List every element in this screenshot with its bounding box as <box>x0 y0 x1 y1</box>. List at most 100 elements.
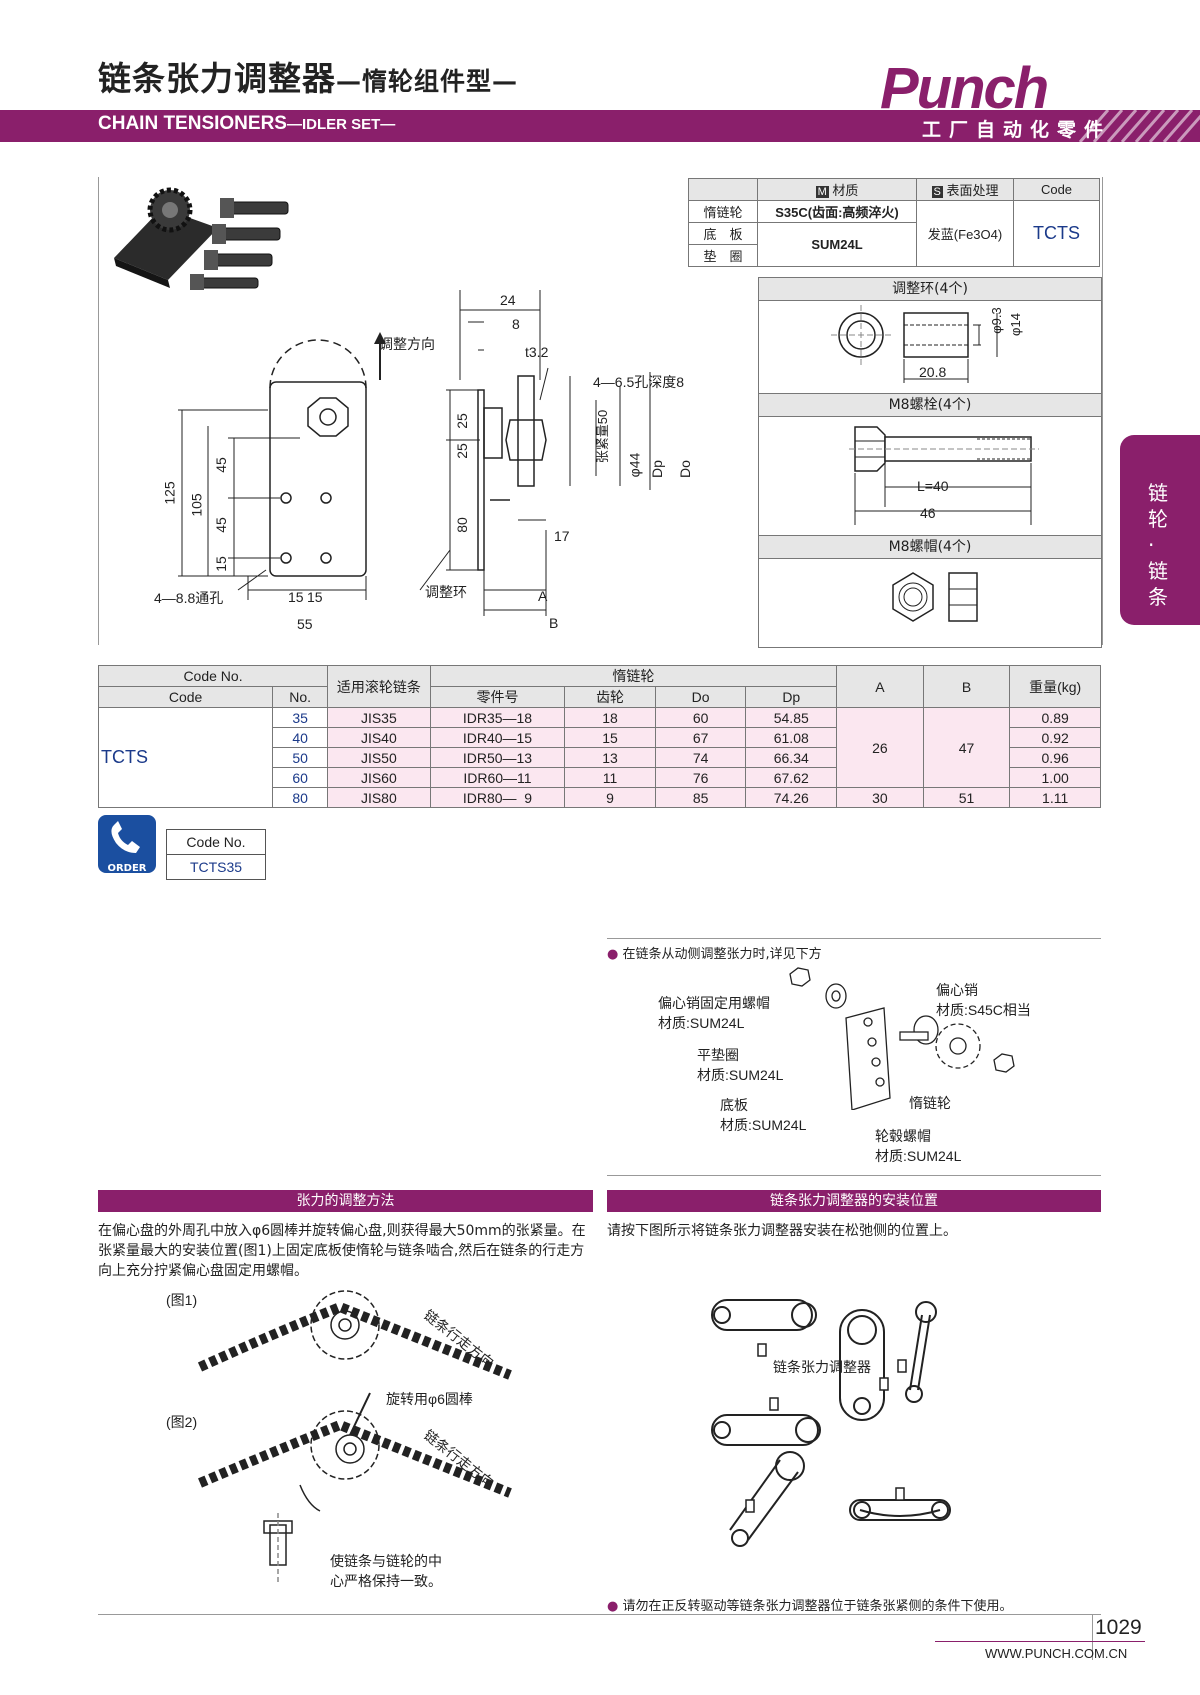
ring-dim-bore: φ9.3 <box>988 307 1004 334</box>
section-adjust-title: 张力的调整方法 <box>98 1190 593 1212</box>
spec-do: 76 <box>654 767 747 788</box>
table-row: TCTS 35 JIS35 IDR35—18 18 60 54.85 26 47… <box>97 707 1101 808</box>
divider-exploded-bottom <box>607 1175 1101 1176</box>
title-en: CHAIN TENSIONERS—IDLER SET— <box>98 113 395 135</box>
material-badge-m: M <box>815 186 829 198</box>
label-ring: 调整环 <box>425 584 467 600</box>
spec-part: IDR80— 9 <box>429 787 566 808</box>
table-row: 80 JIS80 IDR80— 9 9 85 74.26 30 51 1.11 <box>99 787 1101 808</box>
dim-45-upper: 45 <box>212 457 229 473</box>
mat-surface: 发蓝(Fe3O4) <box>916 200 1014 267</box>
dim-phi44: φ44 <box>626 452 643 478</box>
fig1-label: (图1) <box>166 1292 198 1308</box>
title-band <box>0 110 1200 142</box>
dim-15-right: 15 <box>307 589 323 605</box>
nut-drawing <box>892 572 978 622</box>
exploded-material: 材质:SUM24L <box>697 1067 784 1083</box>
side-tab-label: 链轮·链条 <box>1148 481 1168 609</box>
align-note: 使链条与链轮的中心严格保持一致。 <box>330 1551 442 1591</box>
mat-part-washer: 垫 圈 <box>688 244 758 267</box>
spec-b-last: 51 <box>922 787 1011 808</box>
col-surface: 表面处理 <box>946 183 999 198</box>
exploded-name: 偏心销 <box>936 982 978 998</box>
dim-25-lower: 25 <box>453 443 470 459</box>
spec-no: 60 <box>272 767 329 788</box>
bolt-dim-l: L=40 <box>917 478 949 494</box>
order-code-label: Code No. <box>166 829 266 855</box>
dim-dp: Dp <box>648 460 665 478</box>
spec-do: 67 <box>654 727 747 748</box>
th-do: Do <box>654 686 747 708</box>
spec-table: Code No. 适用滚轮链条 惰链轮 A B 重量(kg) Code No. … <box>97 665 1101 808</box>
th-dp: Dp <box>745 686 838 708</box>
dim-t32: t3.2 <box>525 344 549 360</box>
dim-125: 125 <box>161 481 178 505</box>
title-cn: 链条张力调整器 <box>98 59 336 98</box>
mat-part-idler: 惰链轮 <box>688 200 758 223</box>
exploded-item-base: 底板材质:SUM24L <box>720 1095 806 1135</box>
ring-dim-od: φ14 <box>1007 313 1023 336</box>
spec-chain: JIS40 <box>327 727 431 748</box>
table-row: 50 JIS50 IDR50—13 13 74 66.34 0.96 <box>99 747 1101 768</box>
th-chain: 适用滚轮链条 <box>327 665 431 708</box>
spec-dp: 67.62 <box>745 767 838 788</box>
dim-45-lower: 45 <box>212 517 229 533</box>
order-code-table: Code No. TCTS35 <box>166 829 266 880</box>
footer-url[interactable]: WWW.PUNCH.COM.CN <box>985 1646 1128 1661</box>
footer-vline <box>1092 1615 1093 1660</box>
side-tab[interactable] <box>1120 435 1200 625</box>
spec-dp: 54.85 <box>745 707 838 728</box>
order-badge[interactable]: ORDER <box>98 815 156 874</box>
th-weight: 重量(kg) <box>1009 665 1101 708</box>
exploded-item-pin: 偏心销材质:S45C相当 <box>936 980 1031 1020</box>
spec-no: 40 <box>272 727 329 748</box>
exploded-item-nut: 偏心销固定用螺帽材质:SUM24L <box>658 993 770 1033</box>
product-photo <box>114 187 289 290</box>
order-badge-label: ORDER <box>107 863 147 874</box>
page-number: 1029 <box>1095 1616 1142 1639</box>
main-drawing <box>178 290 651 616</box>
divider-bottom <box>98 1614 1101 1615</box>
th-part: 零件号 <box>429 686 566 708</box>
exploded-drawing <box>789 967 1015 1110</box>
th-a: A <box>836 665 924 708</box>
mat-part-base: 底 板 <box>688 222 758 245</box>
spec-teeth: 11 <box>564 767 656 788</box>
spec-part: IDR40—15 <box>429 727 566 748</box>
bolt-title: M8螺栓(4个) <box>758 393 1102 417</box>
col-code: Code <box>1013 178 1100 201</box>
spec-do: 74 <box>654 747 747 768</box>
material-table: M 材质 S 表面处理 Code 惰链轮 S35C(齿面:高频淬火) 发蓝(Fe… <box>688 178 1100 267</box>
dim-80: 80 <box>453 517 470 533</box>
dim-8: 8 <box>512 316 520 332</box>
install-warning: ● 请勿在正反转驱动等链条张力调整器位于链条张紧侧的条件下使用。 <box>607 1599 1013 1614</box>
dim-55: 55 <box>297 616 313 632</box>
spec-dp: 66.34 <box>745 747 838 768</box>
spec-chain: JIS80 <box>327 787 431 808</box>
fig2-label: (图2) <box>166 1414 198 1430</box>
exploded-name: 偏心销固定用螺帽 <box>658 995 770 1011</box>
order-code-example: TCTS35 <box>166 854 266 880</box>
spec-dp: 74.26 <box>745 787 838 808</box>
install-diagrams <box>711 1299 951 1547</box>
drawing-frame <box>98 177 1103 645</box>
spec-teeth: 13 <box>564 747 656 768</box>
spec-no: 35 <box>272 707 329 728</box>
mat-code: TCTS <box>1013 200 1100 267</box>
spec-chain: JIS50 <box>327 747 431 768</box>
spec-part: IDR50—13 <box>429 747 566 768</box>
nut-title: M8螺帽(4个) <box>758 535 1102 559</box>
spec-dp: 61.08 <box>745 727 838 748</box>
exploded-material: 材质:S45C相当 <box>936 1002 1031 1018</box>
rod-label: 旋转用φ6圆棒 <box>386 1391 473 1407</box>
footer-hline <box>935 1641 1145 1642</box>
spec-no: 80 <box>272 787 329 808</box>
spec-weight: 0.96 <box>1009 747 1101 768</box>
th-b: B <box>922 665 1011 708</box>
dim-17: 17 <box>554 528 570 544</box>
surface-badge-s: S <box>931 186 943 198</box>
exploded-material: 材质:SUM24L <box>720 1117 807 1133</box>
ring-title: 调整环(4个) <box>758 277 1102 301</box>
spec-b-group: 47 <box>922 707 1011 788</box>
spec-a-group: 26 <box>836 707 924 788</box>
